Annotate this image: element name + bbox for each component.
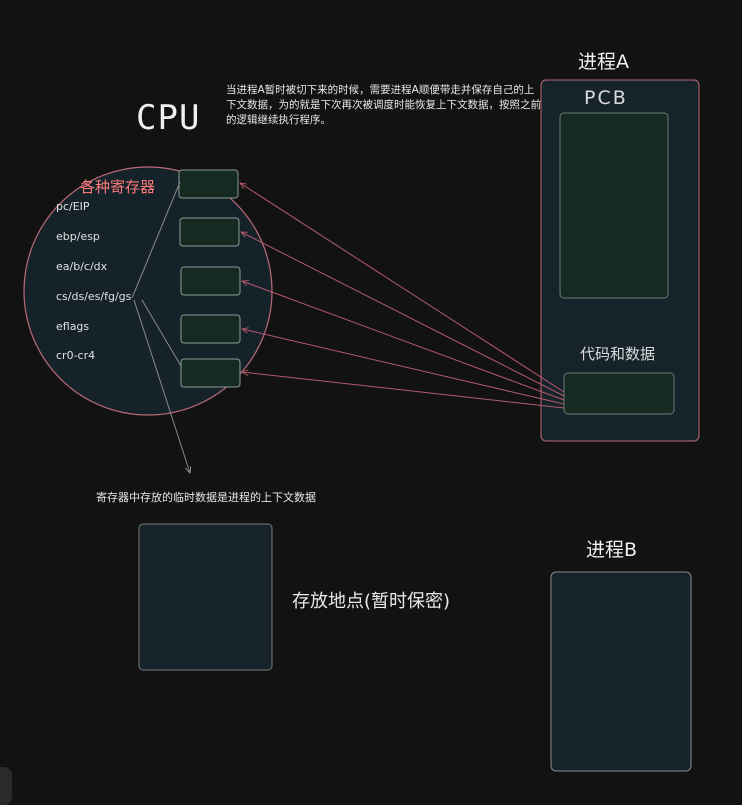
- connector-line-right: [141, 299, 182, 367]
- code-data-label: 代码和数据: [580, 345, 656, 363]
- process-b-box: [550, 571, 692, 772]
- register-slot-5: [180, 358, 241, 388]
- process-a-title: 进程A: [578, 51, 629, 73]
- register-slot-1: [178, 169, 239, 199]
- register-slot-4: [180, 314, 241, 344]
- register-label: pc/EIP: [56, 200, 90, 213]
- register-label: ea/b/c/dx: [56, 260, 108, 273]
- corner-widget: [0, 767, 12, 805]
- register-label: cr0-cr4: [56, 349, 96, 362]
- connector-line-up: [131, 181, 181, 299]
- context-switch-note: 当进程A暂时被切下来的时候，需要进程A顺便带走并保存自己的上下文数据，为的就是下…: [226, 84, 541, 126]
- pcb-label: PCB: [584, 87, 628, 109]
- register-slot-3: [180, 266, 241, 296]
- storage-box: [138, 523, 273, 671]
- connector-line-down: [133, 299, 190, 473]
- registers-title: 各种寄存器: [80, 178, 156, 196]
- register-label: cs/ds/es/fg/gs: [56, 290, 132, 303]
- pcb-box: [559, 112, 669, 299]
- cpu-title: CPU: [136, 98, 201, 138]
- register-label: eflags: [56, 320, 90, 333]
- code-data-box: [563, 372, 675, 415]
- arrow-to-slot-5: [242, 372, 565, 409]
- arrow-to-slot-3: [242, 281, 565, 401]
- storage-label: 存放地点(暂时保密): [292, 591, 451, 612]
- register-label: ebp/esp: [56, 230, 100, 243]
- register-note: 寄存器中存放的临时数据是进程的上下文数据: [96, 491, 316, 504]
- arrow-to-slot-4: [242, 329, 565, 405]
- register-slot-2: [179, 217, 240, 247]
- arrow-to-slot-2: [241, 232, 565, 397]
- arrow-to-slot-1: [240, 183, 565, 393]
- process-b-title: 进程B: [586, 539, 638, 561]
